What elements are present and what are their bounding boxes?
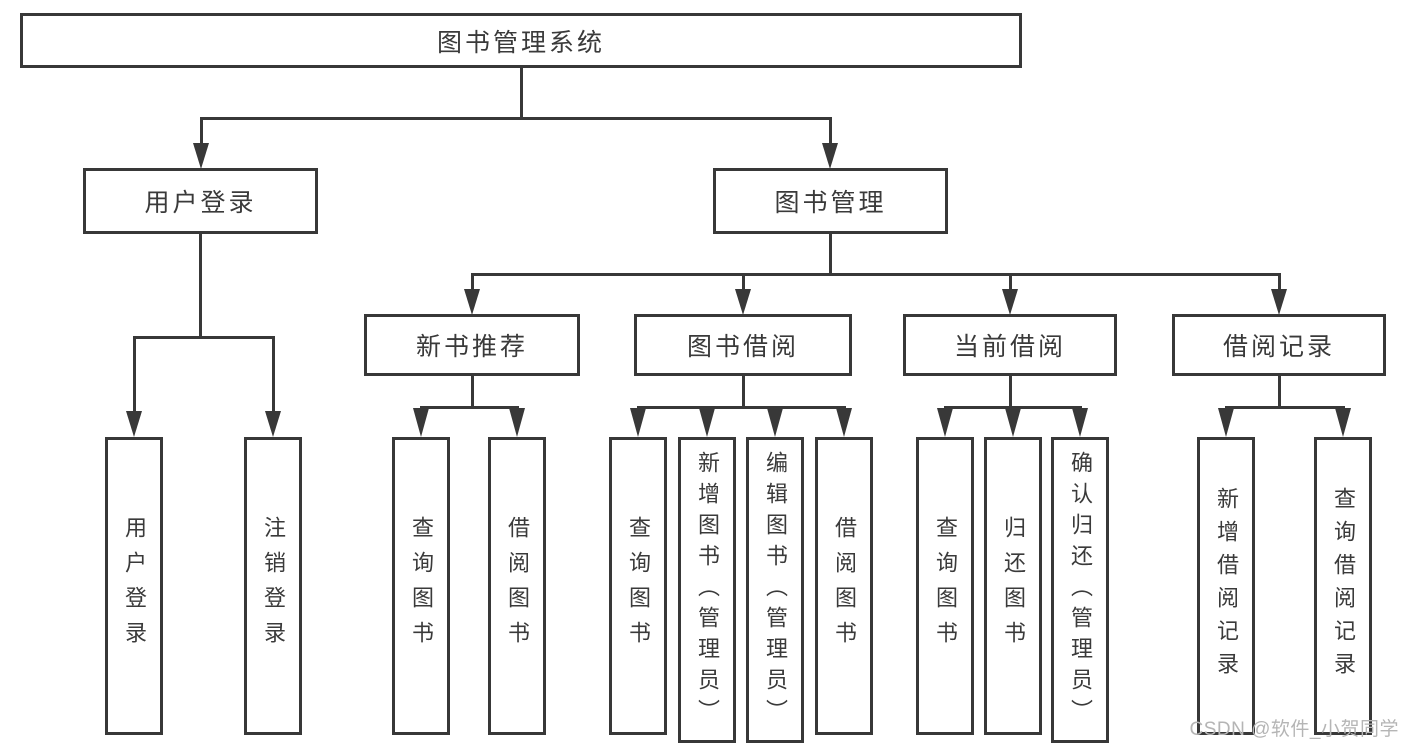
node-user-login-leaf: 用户登录 bbox=[105, 437, 163, 735]
arrow-down-icon bbox=[1005, 408, 1021, 437]
arrow-down-icon bbox=[1072, 408, 1088, 437]
arrow-down-icon bbox=[767, 408, 783, 437]
node-add-book-admin: 新增图书（管理员） bbox=[678, 437, 736, 743]
node-borrowing-records: 借阅记录 bbox=[1172, 314, 1386, 376]
node-root: 图书管理系统 bbox=[20, 13, 1022, 68]
leaf-label: 查询图书 bbox=[409, 516, 434, 656]
leaf-label: 用户登录 bbox=[122, 516, 147, 656]
arrow-down-icon bbox=[937, 408, 953, 437]
arrow-down-icon bbox=[1218, 408, 1234, 437]
leaf-label: 新增图书（管理员） bbox=[695, 450, 720, 730]
node-root-label: 图书管理系统 bbox=[436, 28, 605, 57]
node-logout: 注销登录 bbox=[244, 437, 302, 735]
connector-records-stub bbox=[1278, 376, 1281, 408]
node-user-login: 用户登录 bbox=[83, 168, 318, 234]
leaf-label: 查询图书 bbox=[933, 516, 958, 656]
connector-currentborrow-stub bbox=[1009, 376, 1012, 408]
arrow-down-icon bbox=[630, 408, 646, 437]
arrow-down-icon bbox=[836, 408, 852, 437]
node-add-borrow-record: 新增借阅记录 bbox=[1197, 437, 1255, 735]
connector-root-drop-right bbox=[829, 117, 832, 144]
connector-userlogin-vline bbox=[199, 233, 202, 338]
connector-bookmgmt-drop2 bbox=[742, 273, 745, 290]
arrow-down-icon bbox=[1002, 289, 1018, 315]
leaf-label: 借阅图书 bbox=[505, 516, 530, 656]
node-query-books-borrowing: 查询图书 bbox=[609, 437, 667, 735]
node-current-borrowing-label: 当前借阅 bbox=[953, 333, 1066, 361]
connector-bookmgmt-vline bbox=[829, 233, 832, 275]
leaf-label: 确认归还（管理员） bbox=[1068, 450, 1093, 730]
arrow-down-icon bbox=[1335, 408, 1351, 437]
leaf-label: 注销登录 bbox=[261, 516, 286, 656]
node-query-borrow-record: 查询借阅记录 bbox=[1314, 437, 1372, 735]
arrow-down-icon bbox=[464, 289, 480, 315]
arrow-down-icon bbox=[1271, 289, 1287, 315]
connector-bookmgmt-hbar bbox=[471, 273, 1281, 276]
leaf-label: 借阅图书 bbox=[832, 516, 857, 656]
node-borrow-books-borrowing: 借阅图书 bbox=[815, 437, 873, 735]
node-book-borrowing: 图书借阅 bbox=[634, 314, 852, 376]
connector-bookmgmt-drop3 bbox=[1009, 273, 1012, 290]
node-new-book-recommendation: 新书推荐 bbox=[364, 314, 580, 376]
leaf-label: 查询借阅记录 bbox=[1331, 487, 1356, 685]
node-confirm-return-admin: 确认归还（管理员） bbox=[1051, 437, 1109, 743]
connector-bookmgmt-drop4 bbox=[1278, 273, 1281, 290]
leaf-label: 新增借阅记录 bbox=[1214, 487, 1239, 685]
connector-bookborrow-hbar bbox=[637, 406, 846, 409]
csdn-watermark: CSDN @软件_小贺同学 bbox=[1189, 719, 1399, 740]
node-borrowing-records-label: 借阅记录 bbox=[1222, 333, 1335, 361]
arrow-down-icon bbox=[699, 408, 715, 437]
node-edit-book-admin: 编辑图书（管理员） bbox=[746, 437, 804, 743]
arrow-down-icon bbox=[735, 289, 751, 315]
node-borrow-books-recommend: 借阅图书 bbox=[488, 437, 546, 735]
arrow-down-icon bbox=[126, 411, 142, 437]
connector-userlogin-drop-right bbox=[272, 336, 275, 412]
connector-root-vline bbox=[520, 67, 523, 118]
node-book-borrowing-label: 图书借阅 bbox=[686, 333, 799, 361]
connector-records-hbar bbox=[1225, 406, 1345, 409]
connector-userlogin-hbar bbox=[133, 336, 275, 339]
node-return-book: 归还图书 bbox=[984, 437, 1042, 735]
node-current-borrowing: 当前借阅 bbox=[903, 314, 1117, 376]
node-query-books-recommend: 查询图书 bbox=[392, 437, 450, 735]
arrow-down-icon bbox=[822, 143, 838, 169]
arrow-down-icon bbox=[509, 408, 525, 437]
leaf-label: 归还图书 bbox=[1001, 516, 1026, 656]
connector-root-hbar bbox=[200, 117, 832, 120]
leaf-label: 编辑图书（管理员） bbox=[763, 450, 788, 730]
connector-userlogin-drop-left bbox=[133, 336, 136, 412]
node-user-login-label: 用户登录 bbox=[144, 189, 257, 217]
connector-root-drop-left bbox=[200, 117, 203, 144]
arrow-down-icon bbox=[193, 143, 209, 169]
connector-bookborrow-stub bbox=[742, 376, 745, 408]
node-query-books-current: 查询图书 bbox=[916, 437, 974, 735]
connector-currentborrow-hbar bbox=[944, 406, 1082, 409]
connector-bookmgmt-drop1 bbox=[471, 273, 474, 290]
node-book-management-label: 图书管理 bbox=[774, 189, 887, 217]
connector-newbooks-hbar bbox=[420, 406, 519, 409]
leaf-label: 查询图书 bbox=[626, 516, 651, 656]
node-new-book-recommendation-label: 新书推荐 bbox=[415, 333, 528, 361]
node-book-management: 图书管理 bbox=[713, 168, 948, 234]
connector-newbooks-stub bbox=[471, 376, 474, 408]
arrow-down-icon bbox=[265, 411, 281, 437]
arrow-down-icon bbox=[413, 408, 429, 437]
